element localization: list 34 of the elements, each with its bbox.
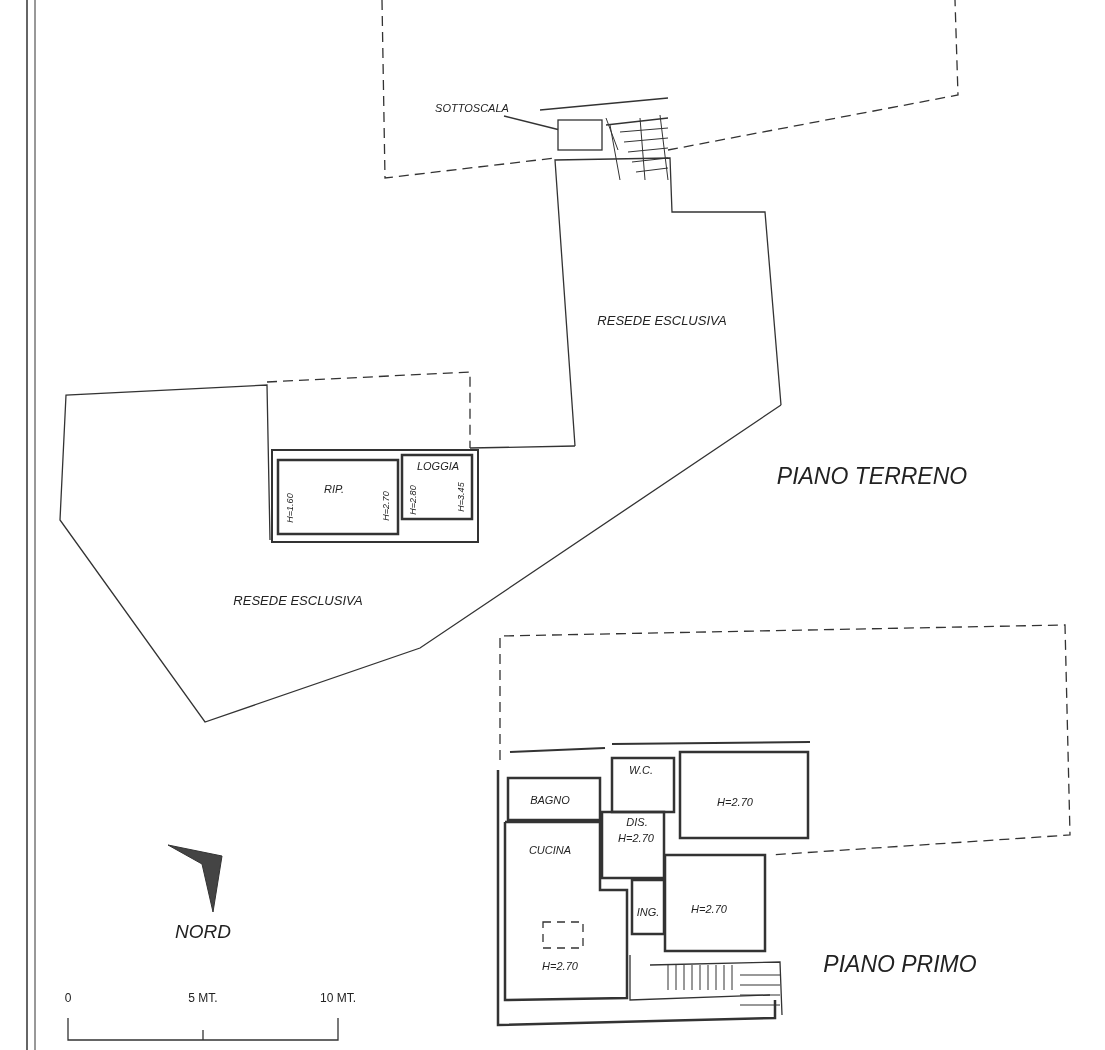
- floor-title: PIANO TERRENO: [776, 464, 968, 488]
- height-label: H=2.70: [542, 960, 578, 972]
- room-label: RESEDE ESCLUSIVA: [597, 313, 727, 327]
- scale-label: 10 MT.: [320, 992, 356, 1004]
- room: [680, 752, 808, 838]
- room-label: H=2.70: [691, 903, 727, 915]
- room: [508, 778, 600, 820]
- room: [612, 758, 674, 812]
- height-label: H=2.80: [408, 485, 418, 515]
- room-label: BAGNO: [530, 794, 570, 806]
- height-label: H=2.70: [618, 832, 654, 844]
- scale-label: 0: [64, 992, 72, 1004]
- room-label: CUCINA: [528, 844, 572, 856]
- room-label: ING.: [636, 906, 660, 918]
- height-label: H=2.70: [381, 491, 391, 521]
- room: [602, 812, 664, 878]
- room-label: DIS.: [626, 816, 648, 828]
- room: [278, 460, 398, 534]
- floor-title: PIANO PRIMO: [823, 952, 977, 976]
- room-label: W.C.: [629, 764, 653, 776]
- under-stair-area: [558, 120, 602, 150]
- room-label: H=2.70: [717, 796, 753, 808]
- scale-label: 5 MT.: [188, 992, 218, 1004]
- room: [402, 455, 472, 519]
- height-label: H=3.45: [456, 482, 466, 512]
- room: [665, 855, 765, 951]
- north-label: NORD: [175, 921, 231, 941]
- leader-line: [503, 115, 559, 131]
- callout-text: SOTTOSCALA: [435, 102, 509, 114]
- room-label: RESEDE ESCLUSIVA: [233, 593, 363, 607]
- height-label: H=1.60: [285, 493, 295, 523]
- room: [632, 880, 664, 934]
- room-label: LOGGIA: [416, 460, 460, 472]
- room-label: RIP.: [324, 483, 344, 495]
